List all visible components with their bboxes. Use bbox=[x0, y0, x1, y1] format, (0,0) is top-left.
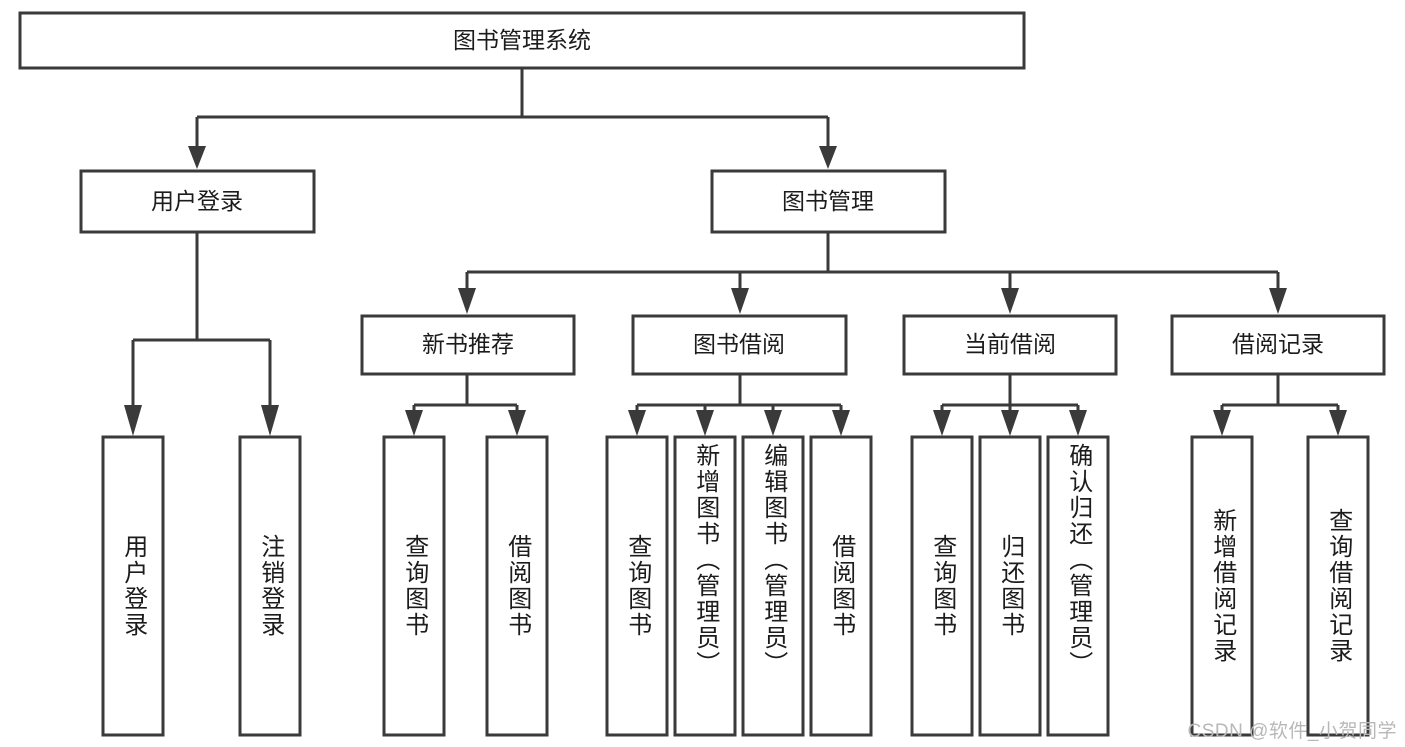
leaf-query-record[interactable] bbox=[1306, 435, 1370, 737]
leaf-add-book[interactable] bbox=[673, 435, 737, 737]
connector-currentborrow-to-leaves bbox=[933, 375, 1087, 436]
node-user-login-label: 用户登录 bbox=[151, 188, 243, 214]
node-book-manage[interactable]: 图书管理 bbox=[710, 169, 947, 234]
leaf-user-login[interactable] bbox=[101, 435, 165, 737]
node-root[interactable]: 图书管理系统 bbox=[18, 11, 1026, 70]
leaf-query-book-3[interactable] bbox=[910, 435, 974, 737]
node-new-book-recommend-label: 新书推荐 bbox=[422, 331, 514, 357]
connector-newbook-to-leaves bbox=[405, 375, 526, 436]
leaf-borrow-book-1[interactable] bbox=[485, 435, 549, 737]
connector-borrowrecord-to-leaves bbox=[1213, 375, 1347, 436]
node-current-borrow-label: 当前借阅 bbox=[964, 331, 1056, 357]
connector-bookborrow-to-leaves bbox=[628, 375, 850, 436]
leaf-query-book-1[interactable] bbox=[382, 435, 446, 737]
node-borrow-record[interactable]: 借阅记录 bbox=[1170, 314, 1386, 376]
node-new-book-recommend[interactable]: 新书推荐 bbox=[360, 314, 576, 376]
node-book-borrow-label: 图书借阅 bbox=[693, 331, 785, 357]
watermark-text: CSDN @软件_小贺同学 bbox=[1187, 721, 1397, 742]
leaf-borrow-book-2[interactable] bbox=[809, 435, 873, 737]
connector-userlogin-to-leaves bbox=[124, 233, 279, 436]
leaf-user-logout[interactable] bbox=[238, 435, 302, 737]
leaf-return-book[interactable] bbox=[978, 435, 1042, 737]
node-root-label: 图书管理系统 bbox=[453, 27, 591, 53]
leaf-confirm-return[interactable] bbox=[1046, 435, 1110, 737]
leaf-add-record[interactable] bbox=[1190, 435, 1254, 737]
leaf-edit-book[interactable] bbox=[741, 435, 805, 737]
node-borrow-record-label: 借阅记录 bbox=[1232, 331, 1324, 357]
node-book-manage-label: 图书管理 bbox=[782, 188, 874, 214]
node-current-borrow[interactable]: 当前借阅 bbox=[902, 314, 1118, 376]
connector-root-to-level2 bbox=[188, 69, 837, 169]
leaf-query-book-2[interactable] bbox=[605, 435, 669, 737]
node-book-borrow[interactable]: 图书借阅 bbox=[631, 314, 848, 376]
connector-bookmanage-to-level3 bbox=[458, 233, 1287, 314]
node-user-login[interactable]: 用户登录 bbox=[79, 169, 316, 234]
